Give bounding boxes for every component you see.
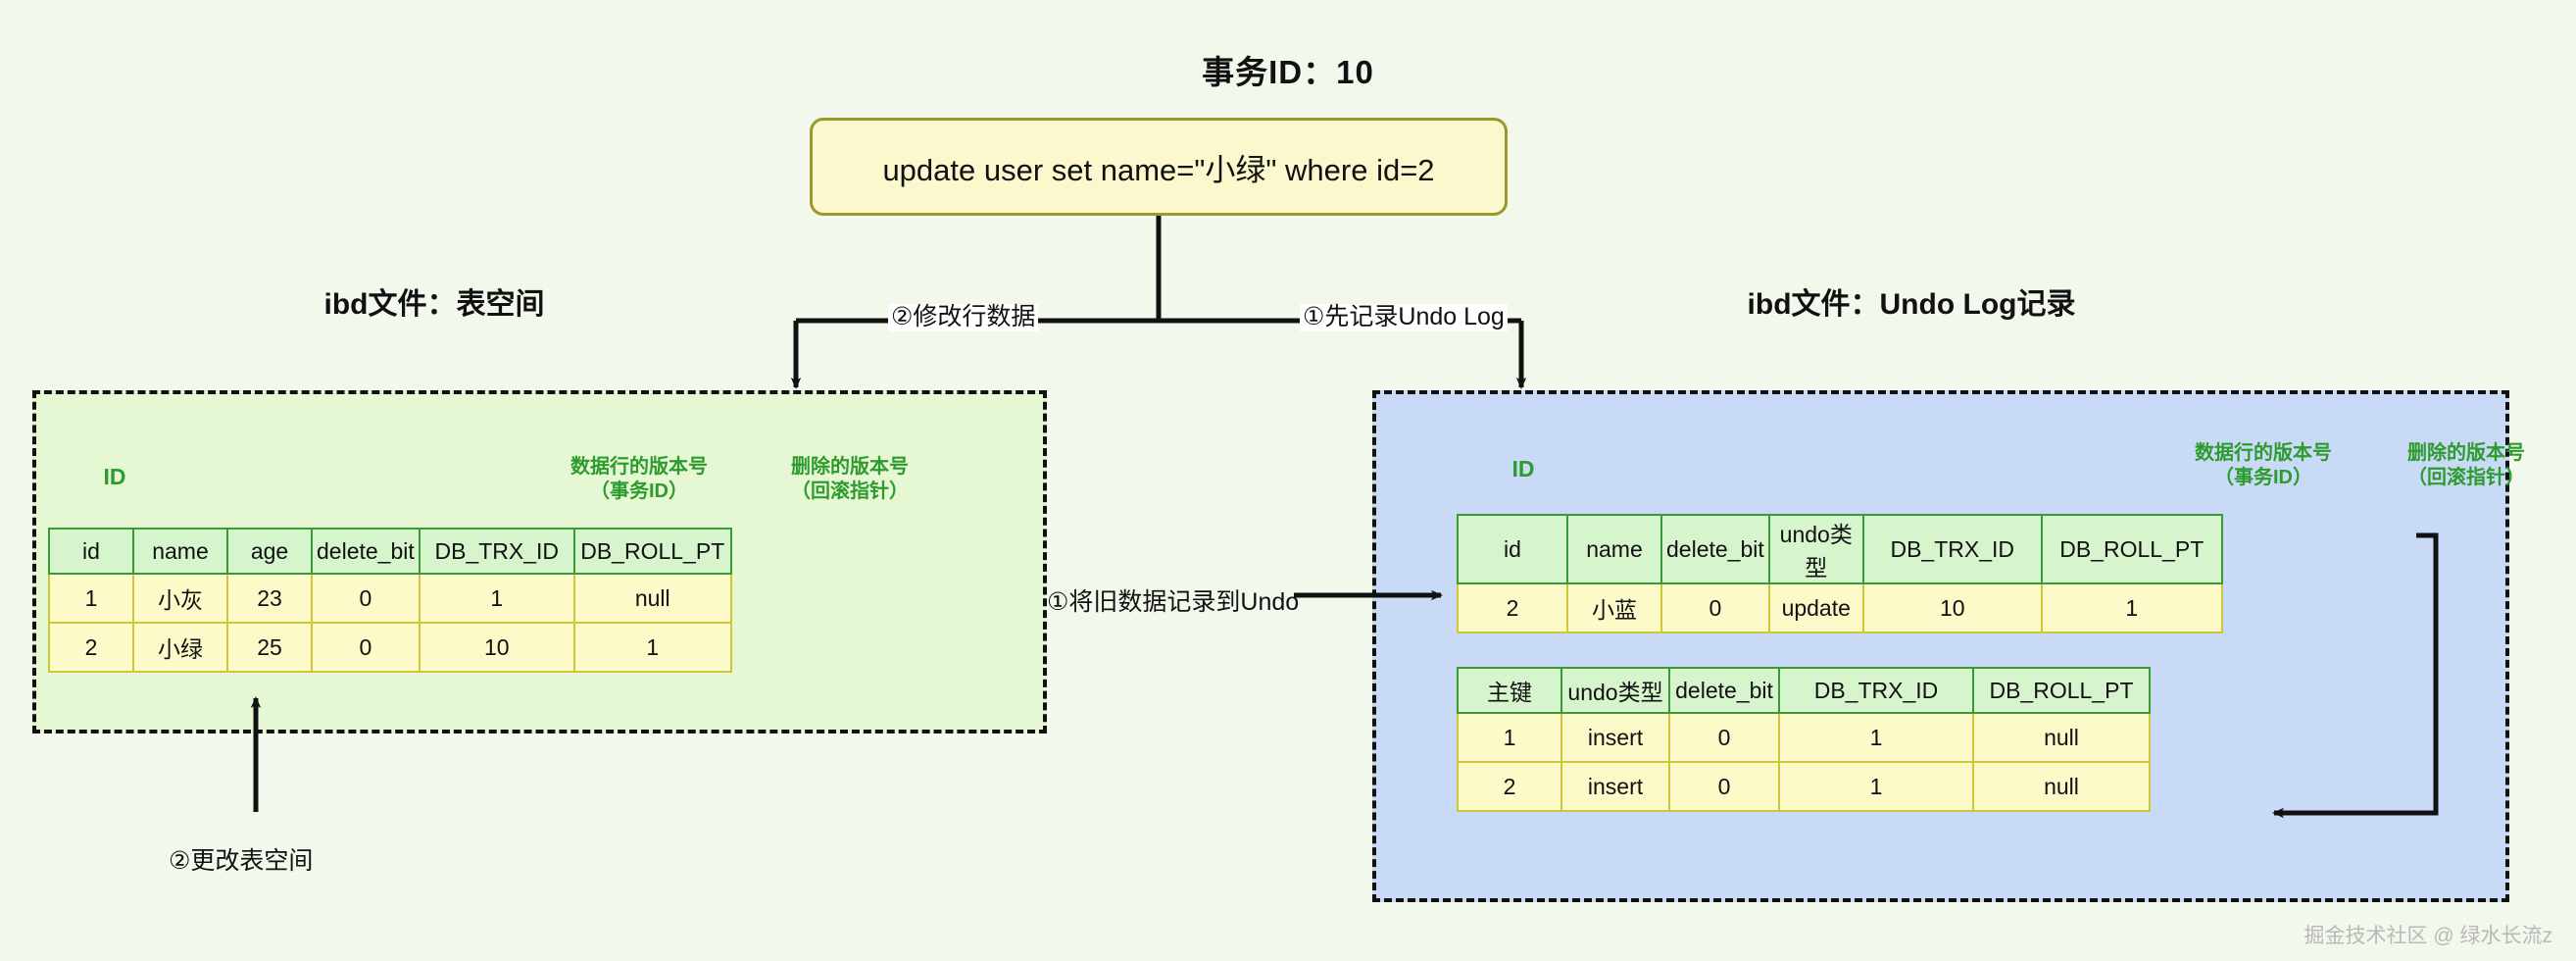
cell: 1 [1778,761,1974,812]
table-header-row: id name age delete_bit DB_TRX_ID DB_ROLL… [48,528,732,575]
cell: 1 [572,622,732,673]
transaction-id-title: 事务ID：10 [1202,54,1374,90]
delete-version-line1: 删除的版本号 [2407,442,2525,464]
cell: 10 [1861,582,2043,633]
column-header: id [1457,514,1568,584]
cell: 25 [226,622,313,673]
table-row: 1 小灰 23 0 1 null [48,573,732,624]
cell: 0 [1668,712,1780,763]
row-version-line1: 数据行的版本号 [570,456,708,478]
tablespace-table: id name age delete_bit DB_TRX_ID DB_ROLL… [48,528,732,673]
watermark: 掘金技术社区 @ 绿水长流z [2304,925,2553,947]
column-header: DB_TRX_ID [418,528,575,575]
column-header: id [48,528,134,575]
cell: 小灰 [132,573,228,624]
table-row: 1 insert 0 1 null [1457,712,2151,763]
tablespace-section-caption: ibd文件：表空间 [323,288,545,321]
cell: null [1972,712,2151,763]
tablespace-group-delete-version-label: 删除的版本号 （回滚指针） [752,455,948,504]
column-header: DB_ROLL_PT [572,528,732,575]
modify-row-label: ②修改行数据 [888,303,1039,331]
delete-version-line1: 删除的版本号 [791,456,909,478]
column-header: DB_ROLL_PT [1972,667,2151,714]
column-header: undo类型 [1767,514,1864,584]
old-data-to-undo-label: ①将旧数据记录到Undo [1047,588,1300,616]
cell: 1 [2040,582,2223,633]
undolog-group-id-label: ID [1511,456,1535,481]
delete-version-line2: （回滚指针） [2407,467,2525,488]
cell-highlighted-name: 小绿 [132,622,228,673]
cell: 0 [1660,582,1770,633]
cell: insert [1560,712,1670,763]
row-version-line2: （事务ID） [590,480,688,502]
undo-current-record-table: id name delete_bit undo类型 DB_TRX_ID DB_R… [1457,514,2223,633]
table-row: 2 小蓝 0 update 10 1 [1457,582,2223,633]
column-header: DB_TRX_ID [1861,514,2043,584]
cell: update [1767,582,1864,633]
undolog-container: ID 数据行的版本号 （事务ID） 删除的版本号 （回滚指针） id name … [1372,390,2525,902]
record-undo-log-label: ①先记录Undo Log [1300,303,1508,331]
cell: insert [1560,761,1670,812]
cell: 2 [1457,582,1568,633]
column-header: 主键 [1457,667,1562,714]
change-tablespace-label: ②更改表空间 [169,847,314,875]
table-header-row: id name delete_bit undo类型 DB_TRX_ID DB_R… [1457,514,2223,584]
row-version-line1: 数据行的版本号 [2195,442,2332,464]
cell: null [572,573,732,624]
table-row: 2 小绿 25 0 10 1 [48,622,732,673]
tablespace-group-row-version-label: 数据行的版本号 （事务ID） [526,455,752,504]
column-header: DB_ROLL_PT [2040,514,2223,584]
cell: 2 [1457,761,1562,812]
sql-statement-box: update user set name="小绿" where id=2 [810,118,1508,216]
delete-version-line2: （回滚指针） [791,480,909,502]
tablespace-group-id-label: ID [103,464,126,489]
row-version-line2: （事务ID） [2214,467,2312,488]
undo-history-table: 主键 undo类型 delete_bit DB_TRX_ID DB_ROLL_P… [1457,667,2151,812]
column-header: delete_bit [311,528,421,575]
table-row: 2 insert 0 1 null [1457,761,2151,812]
column-header: delete_bit [1660,514,1770,584]
cell: 1 [418,573,575,624]
cell-highlighted-name: 小蓝 [1566,582,1662,633]
cell: 2 [48,622,134,673]
column-header: delete_bit [1668,667,1780,714]
cell: 0 [1668,761,1780,812]
cell: 0 [311,573,421,624]
column-header: DB_TRX_ID [1778,667,1974,714]
column-header: undo类型 [1560,667,1670,714]
cell: 23 [226,573,313,624]
cell: 1 [1457,712,1562,763]
undolog-group-row-version-label: 数据行的版本号 （事务ID） [2151,441,2376,490]
tablespace-container: ID 数据行的版本号 （事务ID） 删除的版本号 （回滚指针） id name … [32,390,1047,733]
column-header-highlighted: name [1566,514,1662,584]
cell: 1 [48,573,134,624]
undolog-group-delete-version-label: 删除的版本号 （回滚指针） [2368,441,2564,490]
cell: null [1972,761,2151,812]
undolog-section-caption: ibd文件：Undo Log记录 [1747,288,2076,321]
cell: 1 [1778,712,1974,763]
cell: 0 [311,622,421,673]
column-header: name [132,528,228,575]
column-header: age [226,528,313,575]
table-header-row: 主键 undo类型 delete_bit DB_TRX_ID DB_ROLL_P… [1457,667,2151,714]
cell: 10 [418,622,575,673]
